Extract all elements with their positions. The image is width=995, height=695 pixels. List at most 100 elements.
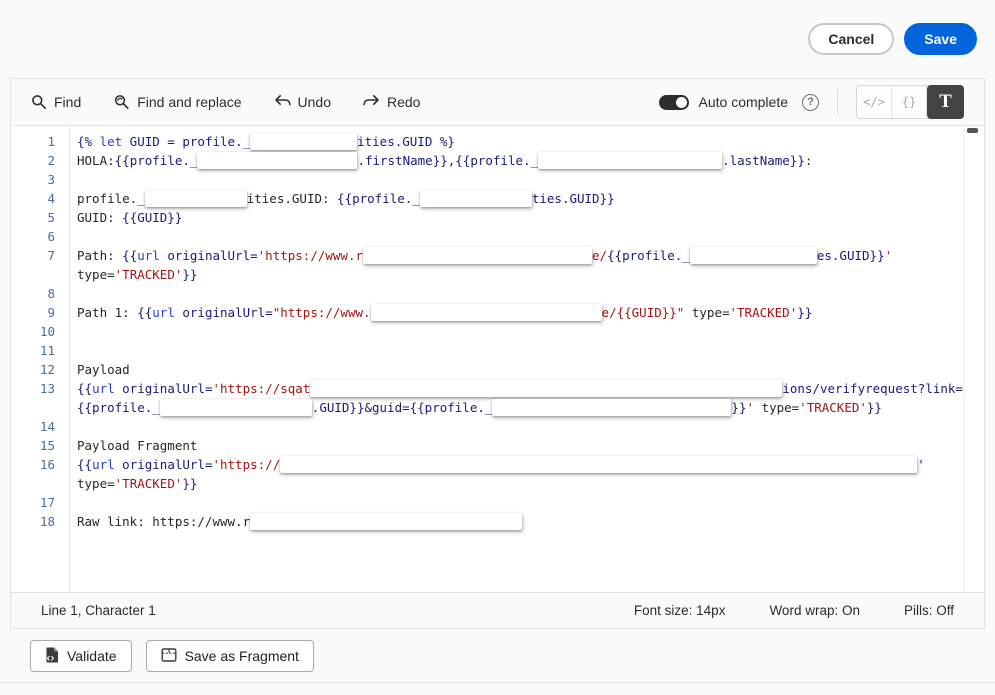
code-token: .GUID}}&guid={{profile._ [311, 400, 493, 415]
editor-scrollbar[interactable] [963, 126, 980, 592]
line-number: 12 [39, 362, 55, 377]
code-token: Path 1: [77, 305, 138, 320]
line-number: 6 [47, 229, 55, 244]
code-line[interactable]: type='TRACKED'}} [11, 265, 984, 284]
redacted-text [197, 152, 358, 169]
code-token: }} [866, 400, 882, 415]
code-token: 'TRACKED' [729, 305, 798, 320]
redacted-text [538, 152, 723, 169]
find-and-replace-button[interactable]: Find and replace [113, 94, 242, 110]
code-text [69, 341, 77, 360]
code-line[interactable]: 8 [11, 284, 984, 303]
editor-toolbar: Find Find and replace Undo [11, 79, 984, 126]
word-wrap-indicator: Word wrap: On [769, 603, 860, 618]
code-token: {{profile._ [337, 191, 420, 206]
code-token: {{GUID}} [122, 210, 183, 225]
save-as-fragment-button[interactable]: Save as Fragment [145, 640, 314, 672]
code-line[interactable]: 3 [11, 170, 984, 189]
code-text: type='TRACKED'}} [69, 474, 197, 493]
code-token: 'TRACKED' [799, 400, 867, 415]
statusbar-right-group: Font size: 14px Word wrap: On Pills: Off [634, 603, 954, 618]
redacted-text [310, 380, 783, 397]
scrollbar-thumb[interactable] [967, 128, 978, 133]
undo-icon [274, 94, 291, 110]
code-line[interactable]: 12 Payload [11, 360, 984, 379]
code-text: type='TRACKED'}} [69, 265, 197, 284]
code-text [69, 284, 77, 303]
line-number: 18 [39, 514, 55, 529]
code-token: {{ [122, 248, 138, 263]
line-number: 14 [39, 419, 55, 434]
line-number: 10 [39, 324, 55, 339]
line-number: 4 [47, 191, 55, 206]
code-line[interactable]: 14 [11, 417, 984, 436]
code-text: {% let GUID = profile._ities.GUID %} [69, 132, 455, 151]
code-line[interactable]: 6 [11, 227, 984, 246]
code-line[interactable]: 1{% let GUID = profile._ities.GUID %} [11, 132, 984, 151]
find-label: Find [54, 94, 82, 110]
line-number: 2 [47, 153, 55, 168]
code-line[interactable]: 11 [11, 341, 984, 360]
redo-button[interactable]: Redo [363, 94, 420, 110]
autocomplete-toggle[interactable] [658, 94, 689, 110]
code-token: GUID = profile._ [122, 134, 251, 149]
line-number: 17 [39, 495, 55, 510]
code-line[interactable]: 18 Raw link: https://www.r [11, 512, 984, 531]
pills-view-button[interactable]: {} [892, 86, 927, 118]
undo-label: Undo [297, 94, 331, 110]
code-token: 'TRACKED' [114, 267, 183, 282]
line-number: 1 [47, 134, 55, 149]
pills-indicator: Pills: Off [903, 603, 954, 618]
code-line[interactable]: 17 [11, 493, 984, 512]
code-token: url [92, 457, 115, 472]
code-token: {% [77, 134, 100, 149]
code-text [69, 417, 77, 436]
find-button[interactable]: Find [31, 94, 81, 110]
text-view-button[interactable]: T [927, 85, 964, 119]
code-line[interactable]: 16{{url originalUrl='https://' [11, 455, 984, 474]
code-token: }} [797, 305, 813, 320]
code-view-button[interactable]: </> [857, 86, 892, 118]
code-text [69, 227, 77, 246]
code-line[interactable]: {{profile._.GUID}}&guid={{profile._}}' t… [11, 398, 984, 417]
redo-icon [363, 94, 380, 110]
fragment-icon [161, 647, 177, 666]
code-line[interactable]: type='TRACKED'}} [11, 474, 984, 493]
code-token: e/{{GUID}}" [601, 305, 685, 320]
code-token: GUID: [77, 210, 123, 225]
validate-button[interactable]: Validate [30, 640, 132, 672]
code-line[interactable]: 10 [11, 322, 984, 341]
code-token: 'https://sqat [212, 381, 311, 396]
redacted-text [144, 190, 247, 207]
code-token: type= [754, 400, 800, 415]
line-number: 3 [47, 172, 55, 187]
code-text: Path 1: {{url originalUrl="https://www.e… [69, 303, 812, 322]
code-token: : [804, 153, 813, 168]
code-token: Payload [77, 362, 130, 377]
save-button[interactable]: Save [904, 23, 977, 55]
line-number [11, 265, 69, 284]
undo-button[interactable]: Undo [274, 94, 331, 110]
code-token: type= [684, 305, 730, 320]
cancel-button[interactable]: Cancel [808, 23, 895, 55]
help-icon[interactable]: ? [802, 93, 819, 111]
code-token: .lastName}} [722, 153, 805, 168]
line-number [11, 398, 69, 417]
code-token: ities.GUID %} [357, 134, 455, 149]
validate-label: Validate [67, 648, 117, 664]
code-text: Raw link: https://www.r [69, 512, 523, 531]
code-token: ' [884, 248, 893, 263]
code-text: Payload [69, 360, 130, 379]
redacted-text [492, 399, 732, 416]
code-text: GUID: {{GUID}} [69, 208, 182, 227]
